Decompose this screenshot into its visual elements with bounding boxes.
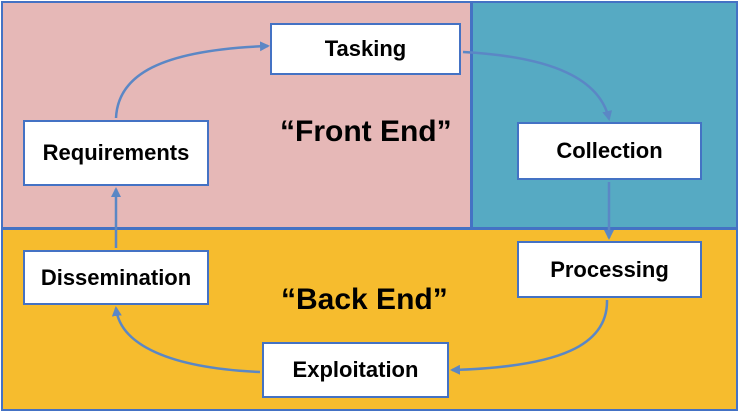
arrow-processing-to-exploitation bbox=[450, 299, 609, 375]
processing-box: Processing bbox=[517, 241, 702, 298]
arrow-tasking-to-collection bbox=[462, 50, 613, 121]
front-end-label: “Front End” bbox=[280, 115, 452, 148]
collection-box: Collection bbox=[517, 122, 702, 180]
tasking-box: Tasking bbox=[270, 23, 461, 75]
tasking-label: Tasking bbox=[324, 36, 407, 61]
requirements-label: Requirements bbox=[42, 140, 190, 165]
dissemination-label: Dissemination bbox=[40, 264, 192, 290]
collection-label: Collection bbox=[556, 138, 663, 163]
back-end-label: “Back End” bbox=[281, 283, 448, 316]
requirements-box: Requirements bbox=[23, 120, 209, 186]
arrow-exploitation-to-dissemination bbox=[111, 306, 261, 374]
processing-label: Processing bbox=[550, 256, 669, 282]
dissemination-box: Dissemination bbox=[23, 250, 209, 305]
exploitation-box: Exploitation bbox=[262, 342, 449, 398]
exploitation-label: Exploitation bbox=[292, 357, 419, 382]
arrow-requirements-to-tasking bbox=[114, 41, 270, 119]
